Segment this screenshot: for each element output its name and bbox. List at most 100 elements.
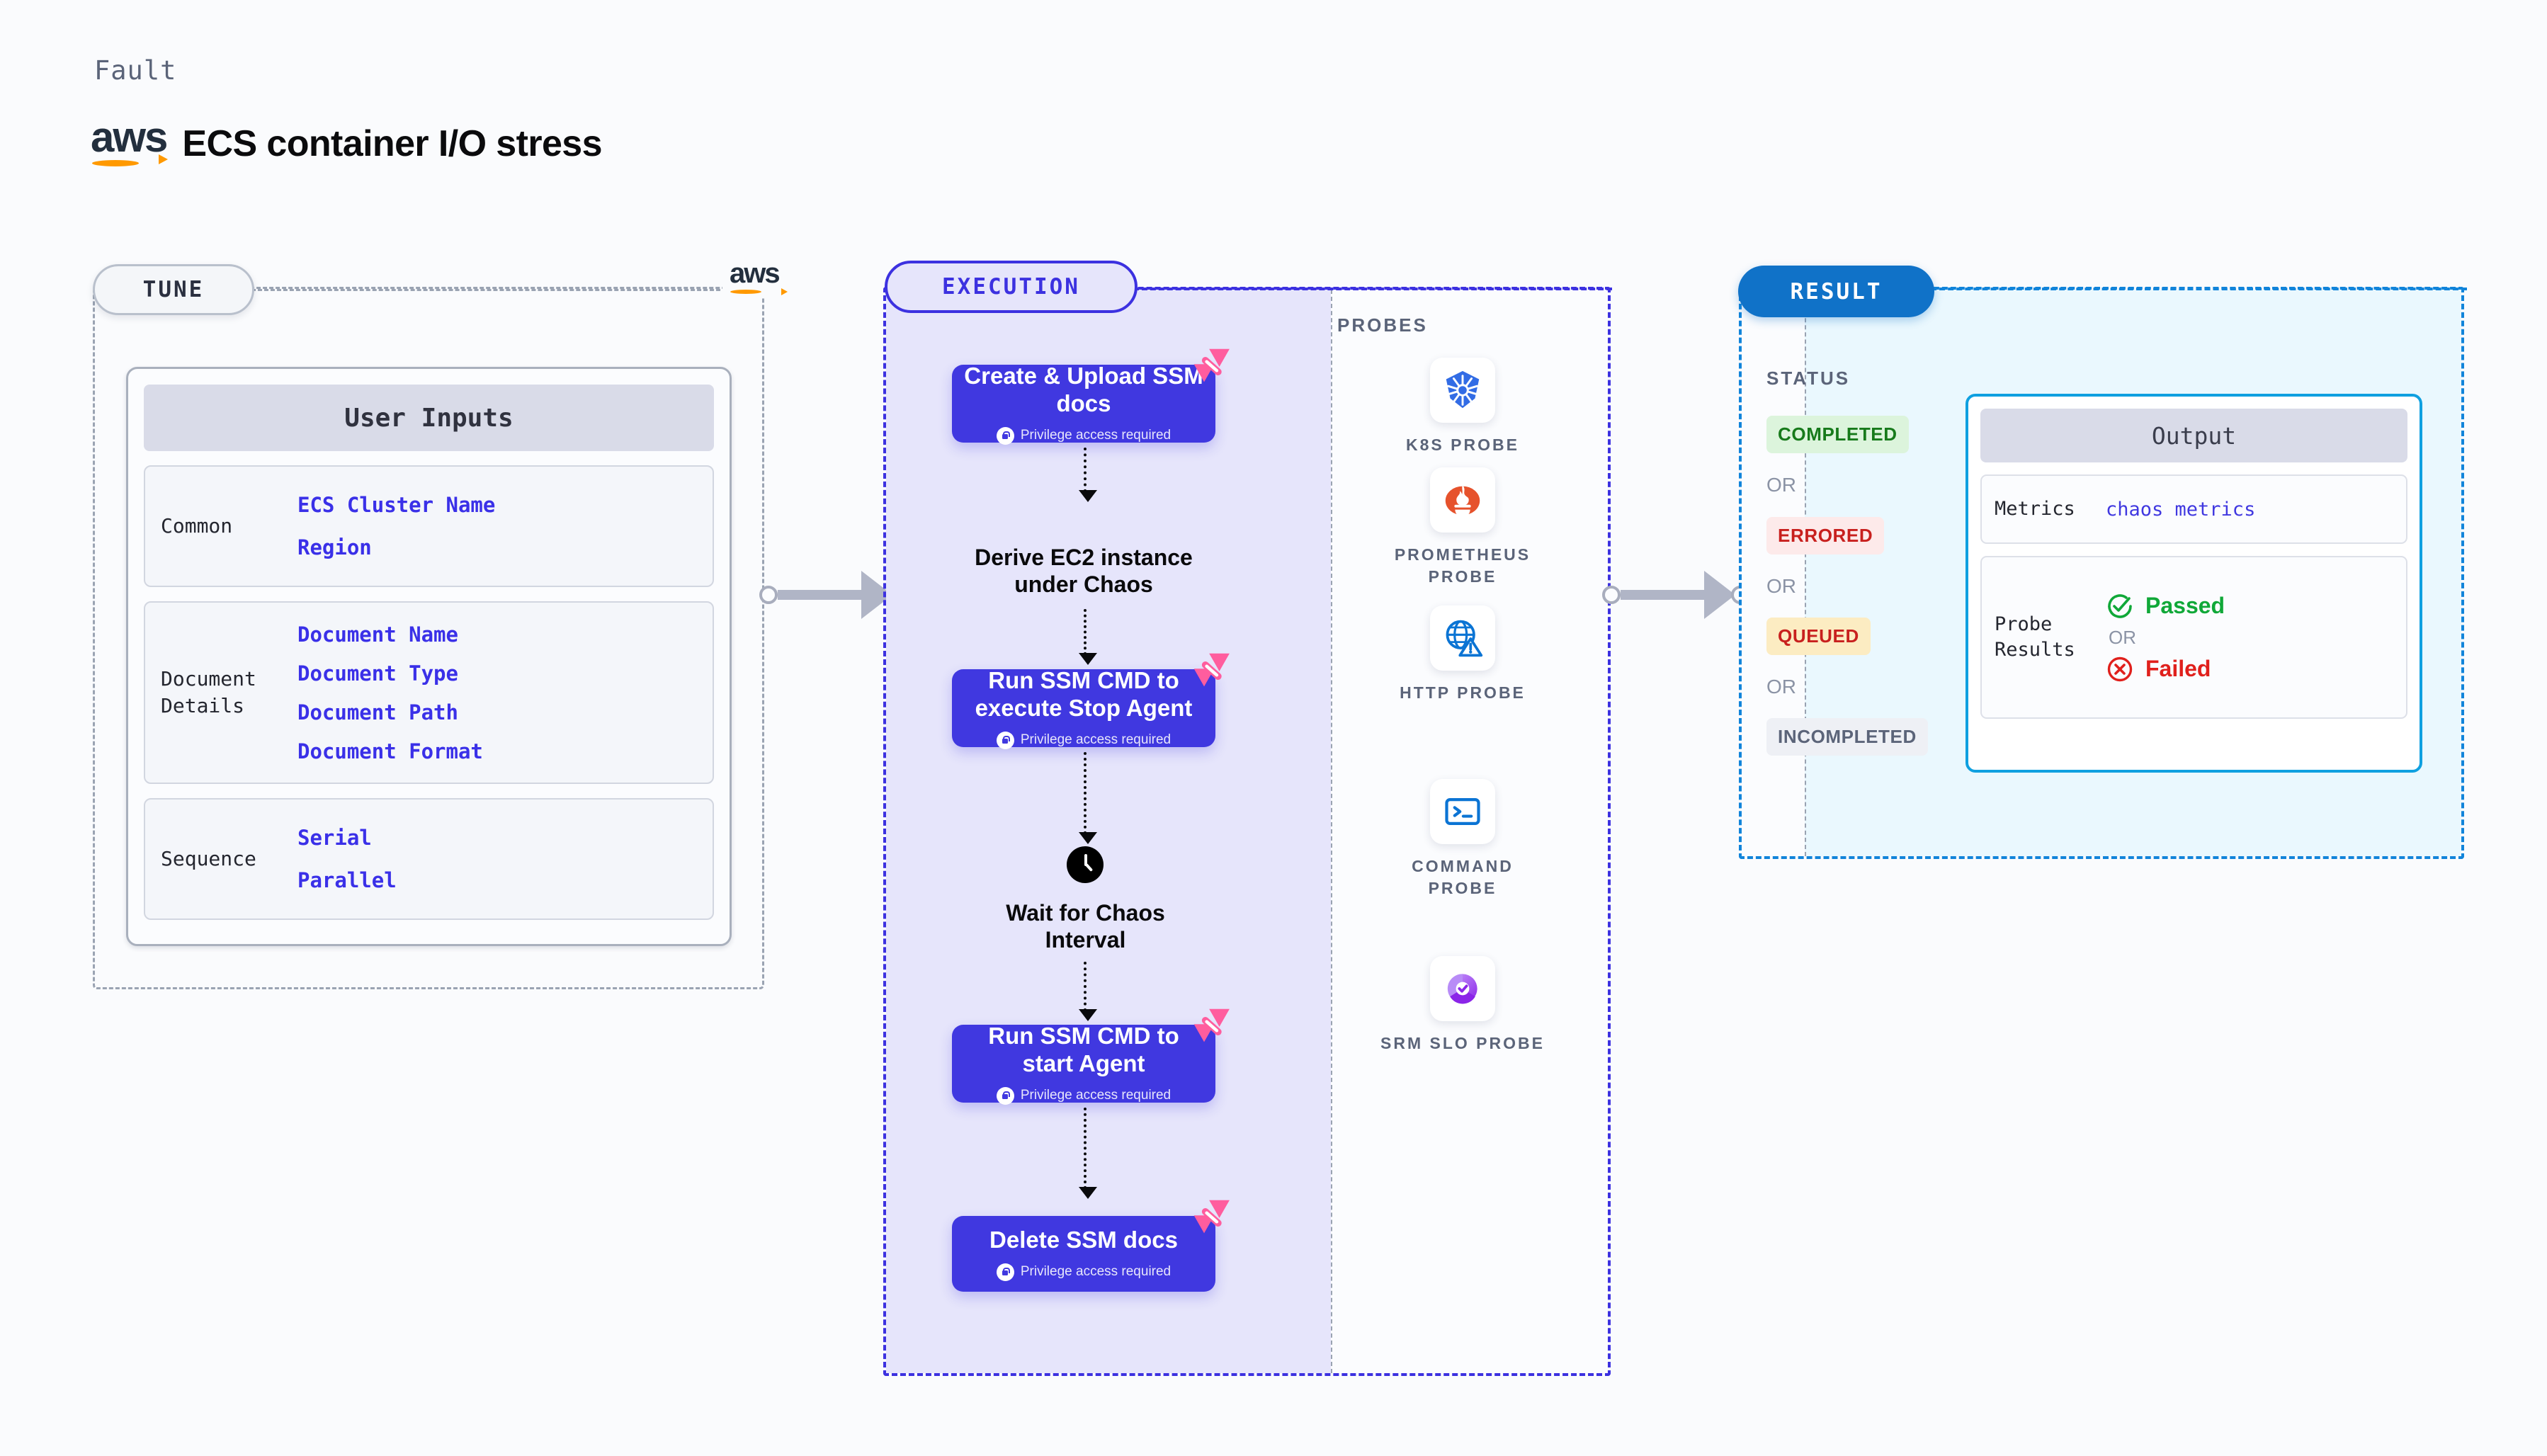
status-badge-errored: ERRORED <box>1766 517 1885 554</box>
flow-connector <box>1079 1108 1097 1199</box>
check-circle-icon <box>2108 593 2132 618</box>
user-inputs-title: User Inputs <box>144 385 714 451</box>
exec-node-subtitle-row: Privilege access required <box>996 426 1172 445</box>
page-eyebrow: Fault <box>94 55 177 86</box>
result-status-background <box>1742 290 1805 856</box>
tune-value[interactable]: Parallel <box>297 868 397 892</box>
kubernetes-icon <box>1430 358 1495 423</box>
status-badge-incompleted: INCOMPLETED <box>1766 718 1928 756</box>
probe-prometheus[interactable]: PROMETHEUS PROBE <box>1378 467 1548 588</box>
status-label: STATUS <box>1766 368 1851 389</box>
exec-node-create-upload-ssm-docs[interactable]: Create & Upload SSM docs Privilege acces… <box>952 348 1230 445</box>
execution-connector-line <box>1133 288 1612 290</box>
harness-logo-icon <box>1193 653 1230 687</box>
harness-logo-icon <box>1193 1200 1230 1234</box>
tune-value[interactable]: Document Path <box>297 700 458 724</box>
tune-value[interactable]: Serial <box>297 826 372 850</box>
page-title: ECS container I/O stress <box>182 123 602 164</box>
exec-node-subtitle: Privilege access required <box>1020 732 1172 748</box>
exec-node-subtitle-row: Privilege access required <box>996 731 1172 749</box>
or-label: OR <box>1766 474 1796 496</box>
exec-node-run-ssm-stop-agent[interactable]: Run SSM CMD to execute Stop Agent Privil… <box>952 653 1230 749</box>
flow-connector <box>1079 962 1097 1021</box>
tune-section-common: Common ECS Cluster Name Region <box>144 465 714 587</box>
execution-flow-background <box>886 290 1331 1373</box>
tune-pill[interactable]: TUNE <box>93 264 254 315</box>
tune-section-sequence: Sequence Serial Parallel <box>144 798 714 920</box>
tune-panel <box>93 287 764 989</box>
lock-icon <box>996 731 1014 749</box>
tune-section-label: Common <box>161 514 233 538</box>
http-globe-warning-icon <box>1430 605 1495 671</box>
execution-to-result-arrow <box>1602 571 1749 619</box>
flow-connector <box>1079 448 1097 502</box>
tune-section-label: Sequence <box>161 847 256 871</box>
output-metrics-value[interactable]: chaos metrics <box>2106 498 2256 521</box>
or-label: OR <box>1766 575 1796 597</box>
probe-result-passed-label: Passed <box>2145 593 2225 618</box>
lock-icon <box>996 1086 1014 1105</box>
harness-logo-icon <box>1193 348 1230 382</box>
tune-connector-line <box>251 289 733 291</box>
tune-value[interactable]: Region <box>297 535 372 559</box>
result-pill[interactable]: RESULT <box>1738 266 1934 317</box>
execution-pill[interactable]: EXECUTION <box>885 261 1138 313</box>
harness-logo-icon <box>1193 1008 1230 1042</box>
exec-node-subtitle: Privilege access required <box>1020 428 1172 443</box>
exec-node-title: Delete SSM docs <box>989 1227 1178 1253</box>
flow-connector <box>1079 609 1097 665</box>
probe-result-passed: Passed <box>2106 592 2225 620</box>
probe-http[interactable]: HTTP PROBE <box>1378 605 1548 704</box>
exec-node-subtitle-row: Privilege access required <box>996 1086 1172 1105</box>
tune-value[interactable]: ECS Cluster Name <box>297 493 496 517</box>
output-title: Output <box>1980 409 2407 462</box>
probe-command[interactable]: COMMAND PROBE <box>1378 779 1548 899</box>
probe-k8s[interactable]: K8S PROBE <box>1378 358 1548 456</box>
lock-icon <box>996 426 1014 445</box>
tune-value[interactable]: Document Type <box>297 661 458 686</box>
exec-node-title: Create & Upload SSM docs <box>964 363 1203 416</box>
probe-label: SRM SLO PROBE <box>1380 1034 1545 1052</box>
exec-node-subtitle: Privilege access required <box>1020 1264 1172 1280</box>
x-circle-icon <box>2107 656 2133 681</box>
result-connector-line <box>1931 288 2467 290</box>
page-title-row: aws ECS container I/O stress <box>91 116 603 166</box>
status-badge-completed: COMPLETED <box>1766 416 1909 453</box>
user-inputs-card: User Inputs Common ECS Cluster Name Regi… <box>126 367 732 946</box>
or-label: OR <box>1766 676 1796 698</box>
probes-label: PROBES <box>1337 314 1428 336</box>
tune-value[interactable]: Document Name <box>297 622 458 647</box>
srm-slo-icon <box>1430 956 1495 1021</box>
lock-icon <box>996 1263 1014 1281</box>
tune-value[interactable]: Document Format <box>297 739 483 763</box>
exec-node-delete-ssm-docs[interactable]: Delete SSM docs Privilege access require… <box>952 1200 1230 1292</box>
terminal-icon <box>1430 779 1495 844</box>
output-metrics-label: Metrics <box>1995 497 2075 520</box>
probe-label: HTTP PROBE <box>1400 683 1526 702</box>
flow-connector <box>1079 752 1097 844</box>
probe-srm-slo[interactable]: SRM SLO PROBE <box>1378 956 1548 1054</box>
probe-label: COMMAND PROBE <box>1412 857 1514 898</box>
or-label: OR <box>2109 626 2136 648</box>
output-section-metrics: Metrics chaos metrics <box>1980 474 2407 544</box>
clock-icon <box>1067 846 1104 883</box>
probe-result-failed: Failed <box>2106 655 2225 683</box>
exec-node-run-ssm-start-agent[interactable]: Run SSM CMD to start Agent Privilege acc… <box>952 1008 1230 1105</box>
probe-result-failed-label: Failed <box>2145 656 2211 681</box>
prometheus-icon <box>1430 467 1495 533</box>
status-badge-queued: QUEUED <box>1766 618 1871 655</box>
exec-node-subtitle: Privilege access required <box>1020 1088 1172 1103</box>
exec-node-title: Run SSM CMD to start Agent <box>988 1023 1179 1076</box>
probe-label: K8S PROBE <box>1406 436 1519 454</box>
connector-dot <box>759 586 778 604</box>
probe-label: PROMETHEUS PROBE <box>1394 545 1531 586</box>
connector-dot <box>1602 586 1621 604</box>
exec-node-subtitle-row: Privilege access required <box>996 1263 1172 1281</box>
